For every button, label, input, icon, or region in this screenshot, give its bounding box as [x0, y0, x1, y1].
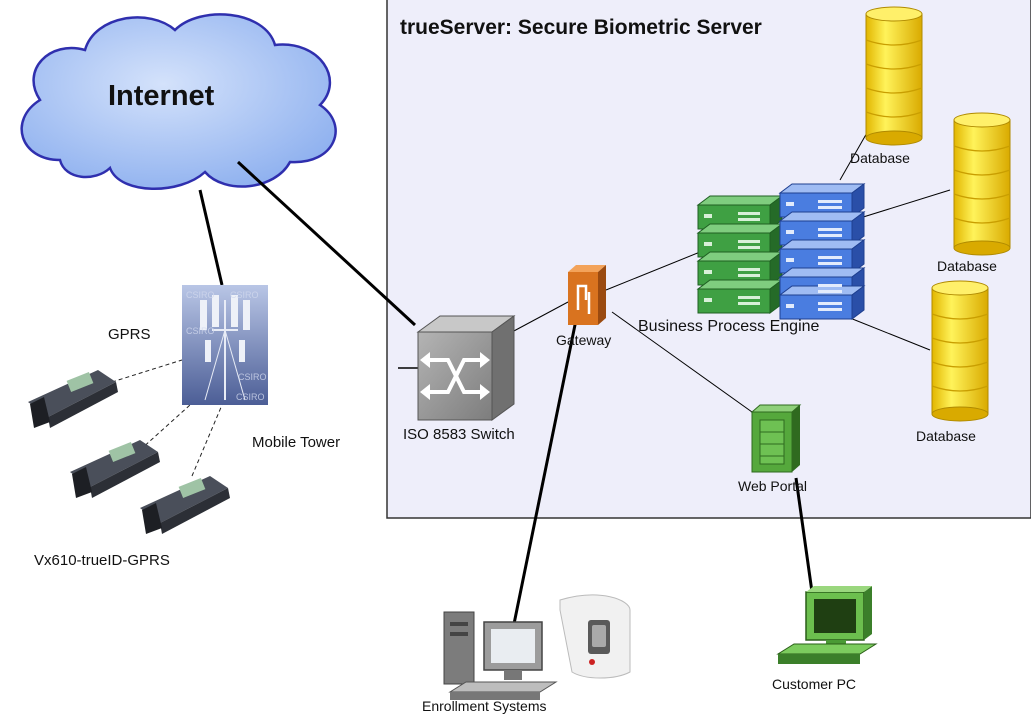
business-process-engine-servers: [696, 183, 866, 320]
payment-terminal: [70, 440, 160, 498]
internet-cloud: [20, 13, 337, 190]
business-process-engine-label: Business Process Engine: [638, 318, 820, 335]
iso-switch-icon: [416, 315, 516, 421]
database-label: Database: [850, 150, 910, 166]
payment-terminal: [28, 370, 118, 428]
watermark-text: CSIRO: [186, 290, 215, 300]
terminal-label: Vx610-trueID-GPRS: [34, 552, 170, 569]
web-portal-label: Web Portal: [738, 478, 807, 494]
server-title: trueServer: Secure Biometric Server: [400, 16, 762, 39]
database-icon: [931, 280, 989, 422]
gateway-label: Gateway: [556, 332, 612, 348]
internet-label: Internet: [108, 80, 215, 112]
connections: [198, 109, 951, 669]
database-label: Database: [916, 428, 976, 444]
switch-label: ISO 8583 Switch: [403, 426, 515, 443]
enrollment-systems-label: Enrollment Systems: [422, 698, 547, 714]
database-label: Database: [937, 258, 997, 274]
watermark-text: CSIRO: [236, 392, 265, 402]
mobile-tower-label: Mobile Tower: [252, 434, 341, 451]
mobile-tower-image: [182, 285, 268, 405]
customer-pc-label: Customer PC: [772, 676, 857, 692]
database-icon: [953, 112, 1011, 256]
watermark-text: CSIRO: [238, 372, 267, 382]
database-icon: [865, 6, 923, 146]
tower-watermark: CSIRO CSIRO CSIRO CSIRO CSIRO: [186, 290, 267, 402]
gprs-label: GPRS: [108, 326, 151, 343]
watermark-text: CSIRO: [186, 326, 215, 336]
web-portal-server-icon: [750, 404, 802, 473]
enrollment-systems-icon: [443, 594, 631, 700]
gprs-links: [111, 359, 223, 477]
watermark-text: CSIRO: [230, 290, 259, 300]
customer-pc-icon: [776, 586, 878, 664]
gateway-icon: [568, 265, 606, 325]
payment-terminal: [140, 476, 230, 534]
